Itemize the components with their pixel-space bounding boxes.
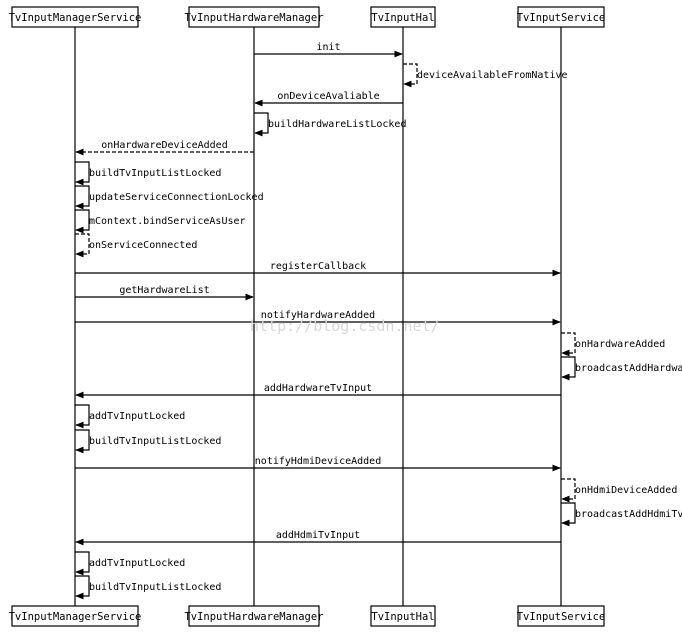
message-label: broadcastAddHardwar <box>575 363 682 374</box>
message-onHardwareDeviceAdded: onHardwareDeviceAdded <box>75 140 254 156</box>
message-label: buildTvInputListLocked <box>89 582 221 593</box>
message-label: registerCallback <box>270 261 366 272</box>
self-message-arrow <box>75 575 90 600</box>
self-message-arrow <box>75 161 90 186</box>
messages: init deviceAvailableFromNative onDeviceAva… <box>75 42 682 600</box>
message-self-broadcastAddHardwar: broadcastAddHardwar <box>561 356 682 381</box>
participant-hwm-bottom: TvInputHardwareManager <box>184 605 324 627</box>
message-self-addTvInputLocked: addTvInputLocked <box>75 551 185 576</box>
participant-boxes: TvInputManagerServiceTvInputManagerServi… <box>9 6 606 627</box>
participant-label: TvInputHal <box>371 12 434 24</box>
participant-label: TvInputHardwareManager <box>184 12 323 24</box>
message-init: init <box>254 42 403 58</box>
message-label: onHdmiDeviceAdded <box>575 485 677 496</box>
message-label: buildTvInputListLocked <box>89 168 221 179</box>
message-self-onHardwareAdded: onHardwareAdded <box>561 332 665 357</box>
message-self-buildTvInputListLocked: buildTvInputListLocked <box>75 429 221 454</box>
message-label: init <box>316 42 340 53</box>
message-label: buildTvInputListLocked <box>89 436 221 447</box>
message-label: onServiceConnected <box>89 240 197 251</box>
participant-label: TvInputManagerService <box>9 611 142 623</box>
self-message-arrow <box>75 429 90 454</box>
message-self-mContext.bindServiceAsUser: mContext.bindServiceAsUser <box>75 209 246 234</box>
message-label: updateServiceConnectionLocked <box>89 192 264 203</box>
participant-box <box>370 605 436 627</box>
message-notifyHardwareAdded: notifyHardwareAdded <box>75 310 561 326</box>
message-registerCallback: registerCallback <box>75 261 561 277</box>
self-message-arrow <box>254 112 269 137</box>
participant-box <box>11 6 139 28</box>
message-label: deviceAvailableFromNative <box>417 70 568 81</box>
participant-box <box>517 6 605 28</box>
message-self-onServiceConnected: onServiceConnected <box>75 233 197 258</box>
message-label: getHardwareList <box>119 285 209 296</box>
message-label: onHardwareDeviceAdded <box>101 140 227 151</box>
message-label: buildHardwareListLocked <box>268 119 406 130</box>
participant-hwm-top: TvInputHardwareManager <box>184 6 324 28</box>
participant-box <box>11 605 139 627</box>
participant-label: TvInputManagerService <box>9 12 142 24</box>
message-self-buildHardwareListLocked: buildHardwareListLocked <box>254 112 406 137</box>
self-message-arrow <box>75 209 90 234</box>
message-label: addHdmiTvInput <box>276 530 360 541</box>
participant-box <box>370 6 436 28</box>
participant-label: TvInputHardwareManager <box>184 611 323 623</box>
message-self-buildTvInputListLocked: buildTvInputListLocked <box>75 575 221 600</box>
participant-box <box>517 605 605 627</box>
message-self-addTvInputLocked: addTvInputLocked <box>75 404 185 429</box>
self-message-arrow <box>561 332 576 357</box>
participant-svc-bottom: TvInputManagerService <box>9 605 142 627</box>
participant-box <box>188 605 320 627</box>
participant-tis-bottom: TvInputService <box>517 605 606 627</box>
message-label: mContext.bindServiceAsUser <box>89 216 246 227</box>
self-message-arrow <box>561 478 576 503</box>
message-self-broadcastAddHdmiTvI: broadcastAddHdmiTvI <box>561 502 682 527</box>
participant-label: TvInputHal <box>371 611 434 623</box>
watermark: http://blog.csdn.net/ <box>250 317 440 335</box>
message-label: notifyHardwareAdded <box>261 310 375 321</box>
self-message-arrow <box>403 63 418 88</box>
message-label: addHardwareTvInput <box>264 383 372 394</box>
message-label: addTvInputLocked <box>89 558 185 569</box>
self-message-arrow <box>561 356 576 381</box>
message-notifyHdmiDeviceAdded: notifyHdmiDeviceAdded <box>75 456 561 472</box>
message-label: onDeviceAvaliable <box>277 91 379 102</box>
participant-hal-top: TvInputHal <box>370 6 436 28</box>
self-message-arrow <box>75 551 90 576</box>
message-getHardwareList: getHardwareList <box>75 285 254 301</box>
message-label: onHardwareAdded <box>575 339 665 350</box>
lifelines <box>74 27 562 606</box>
message-self-buildTvInputListLocked: buildTvInputListLocked <box>75 161 221 186</box>
message-label: broadcastAddHdmiTvI <box>575 509 682 520</box>
participant-hal-bottom: TvInputHal <box>370 605 436 627</box>
participant-box <box>188 6 320 28</box>
message-label: notifyHdmiDeviceAdded <box>255 456 381 467</box>
self-message-arrow <box>75 185 90 210</box>
message-self-onHdmiDeviceAdded: onHdmiDeviceAdded <box>561 478 677 503</box>
message-addHardwareTvInput: addHardwareTvInput <box>75 383 561 399</box>
message-addHdmiTvInput: addHdmiTvInput <box>75 530 561 546</box>
self-message-arrow <box>561 502 576 527</box>
participant-label: TvInputService <box>517 12 606 24</box>
self-message-arrow <box>75 233 90 258</box>
participant-svc-top: TvInputManagerService <box>9 6 142 28</box>
message-onDeviceAvaliable: onDeviceAvaliable <box>254 91 403 107</box>
message-self-updateServiceConnectionLocked: updateServiceConnectionLocked <box>75 185 264 210</box>
participant-label: TvInputService <box>517 611 606 623</box>
message-label: addTvInputLocked <box>89 411 185 422</box>
self-message-arrow <box>75 404 90 429</box>
participant-tis-top: TvInputService <box>517 6 606 28</box>
message-self-deviceAvailableFromNative: deviceAvailableFromNative <box>403 63 568 88</box>
